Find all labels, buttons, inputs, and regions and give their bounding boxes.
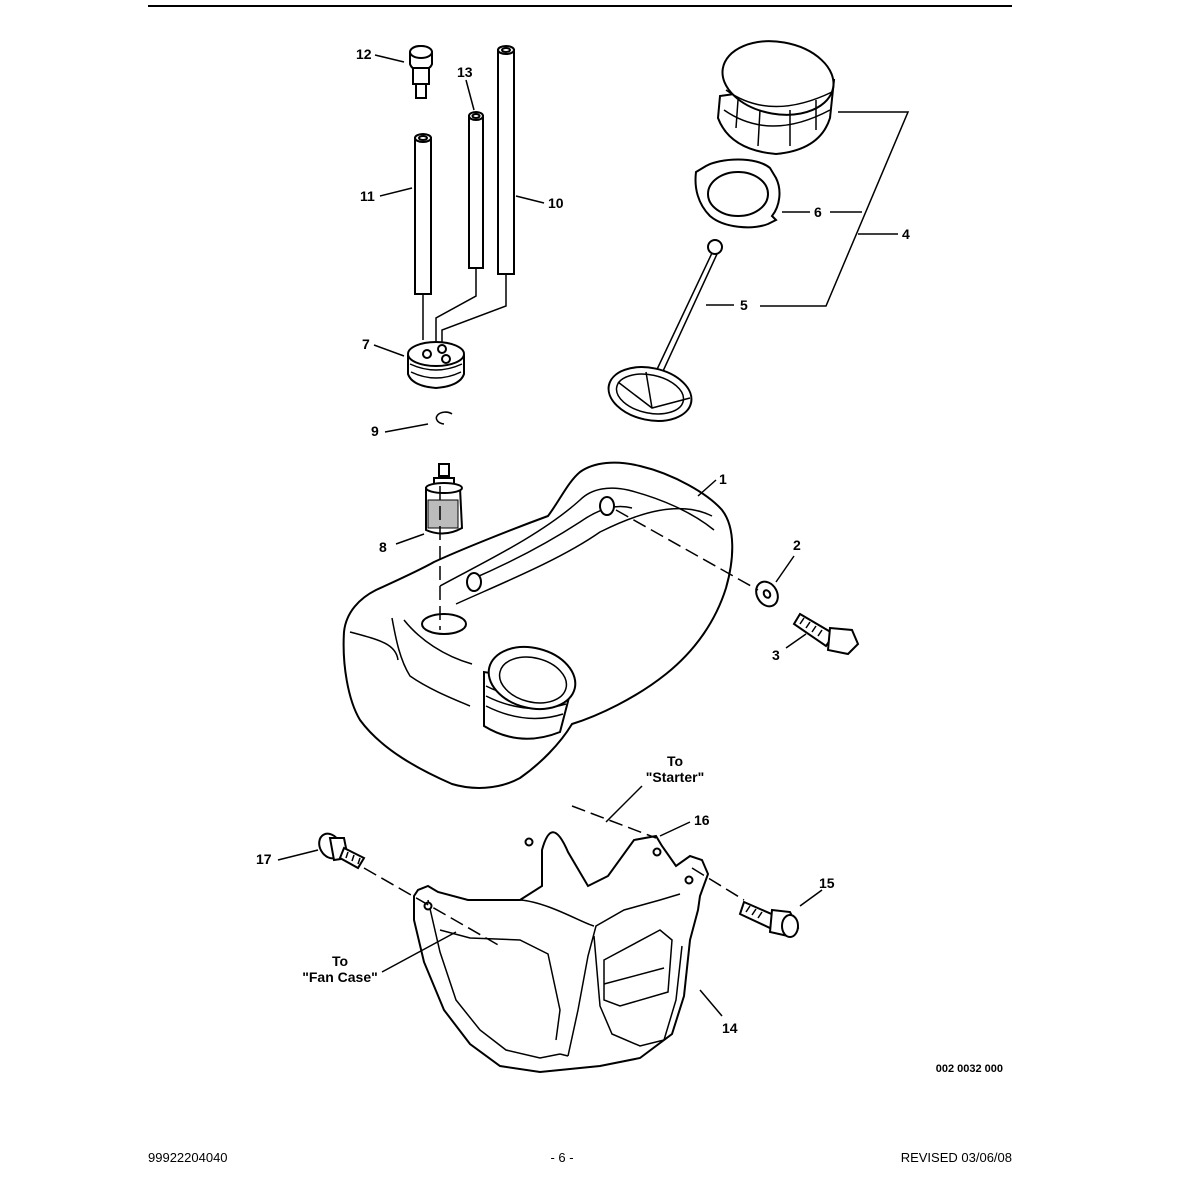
callout-14: 14 bbox=[722, 1020, 738, 1036]
callout-6: 6 bbox=[814, 204, 822, 220]
part-4-fuel-cap bbox=[716, 40, 836, 156]
part-15-screw bbox=[738, 900, 800, 938]
part-9-clip bbox=[435, 411, 453, 425]
part-1-fuel-tank bbox=[342, 461, 734, 789]
callout-11: 11 bbox=[360, 188, 375, 204]
footer-revised-date: REVISED 03/06/08 bbox=[900, 1150, 1012, 1165]
part-6-gasket bbox=[694, 158, 781, 229]
to-fancase-line2: "Fan Case" bbox=[302, 969, 378, 985]
callout-labels: 12 13 11 10 7 9 8 6 4 5 1 2 3 16 17 15 1… bbox=[256, 46, 910, 1036]
callout-4: 4 bbox=[902, 226, 910, 242]
callout-5: 5 bbox=[740, 297, 748, 313]
to-fancase-line1: To bbox=[332, 953, 348, 969]
connection-notes: To "Starter" To "Fan Case" bbox=[302, 753, 704, 985]
part-2-washer bbox=[755, 580, 779, 608]
callout-3: 3 bbox=[772, 647, 780, 663]
callout-2: 2 bbox=[793, 537, 801, 553]
figure-code: 002 0032 000 bbox=[936, 1063, 1003, 1075]
part-8-fuel-filter bbox=[425, 463, 464, 535]
to-starter-line2: "Starter" bbox=[646, 769, 704, 785]
callout-15: 15 bbox=[819, 875, 835, 891]
callout-9: 9 bbox=[371, 423, 379, 439]
callout-10: 10 bbox=[548, 195, 564, 211]
part-5-tether bbox=[607, 239, 723, 422]
callout-7: 7 bbox=[362, 336, 370, 352]
callout-12: 12 bbox=[356, 46, 372, 62]
to-starter-line1: To bbox=[667, 753, 683, 769]
callout-16: 16 bbox=[694, 812, 710, 828]
part-14-bracket bbox=[413, 831, 710, 1074]
part-12-fitting bbox=[409, 44, 433, 99]
part-17-screw bbox=[318, 832, 366, 870]
footer-page-number: - 6 - bbox=[550, 1150, 574, 1165]
footer-doc-number: 99922204040 bbox=[148, 1150, 228, 1165]
part-3-screw bbox=[792, 612, 860, 656]
part-13-tube bbox=[468, 111, 484, 269]
callout-8: 8 bbox=[379, 539, 387, 555]
part-11-tube bbox=[414, 133, 432, 295]
part-10-tube bbox=[497, 45, 515, 275]
callout-17: 17 bbox=[256, 851, 272, 867]
callout-13: 13 bbox=[457, 64, 473, 80]
part-7-grommet bbox=[407, 341, 465, 390]
callout-1: 1 bbox=[719, 471, 727, 487]
leader-lines bbox=[277, 54, 910, 1017]
